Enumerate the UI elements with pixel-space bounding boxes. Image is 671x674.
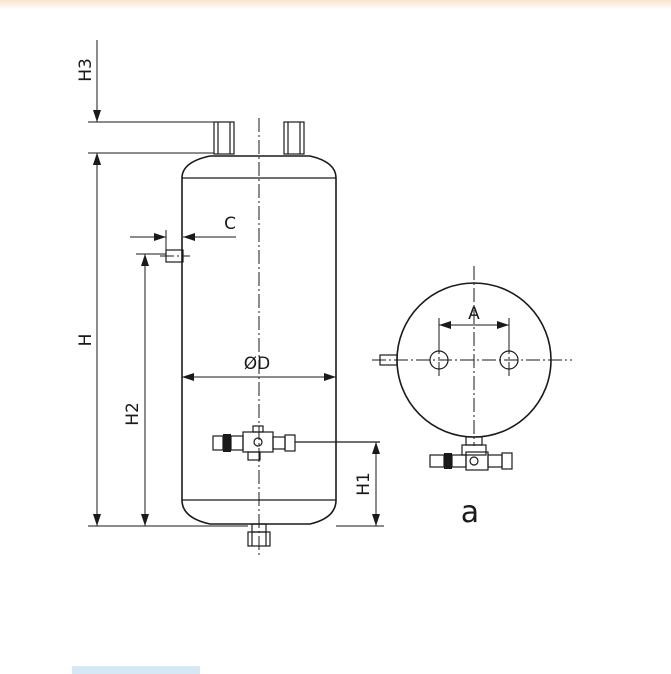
inlet-pipe [213,121,235,155]
bottom-fade-strip [72,666,200,674]
outlet-pipe [283,121,305,155]
diameter-label: ØD [244,354,270,374]
h-label: H [76,334,96,347]
c-label: C [224,214,236,234]
drain-fitting [247,523,271,547]
side-stub [160,249,190,263]
service-valve [212,425,380,461]
view-a-label: a [461,495,479,530]
top-view [372,266,572,471]
h2-label: H2 [123,402,143,426]
top-fade-strip [0,0,671,10]
a-dim-label: A [468,304,480,324]
h1-label: H1 [354,472,374,496]
h3-label: H3 [76,58,96,82]
